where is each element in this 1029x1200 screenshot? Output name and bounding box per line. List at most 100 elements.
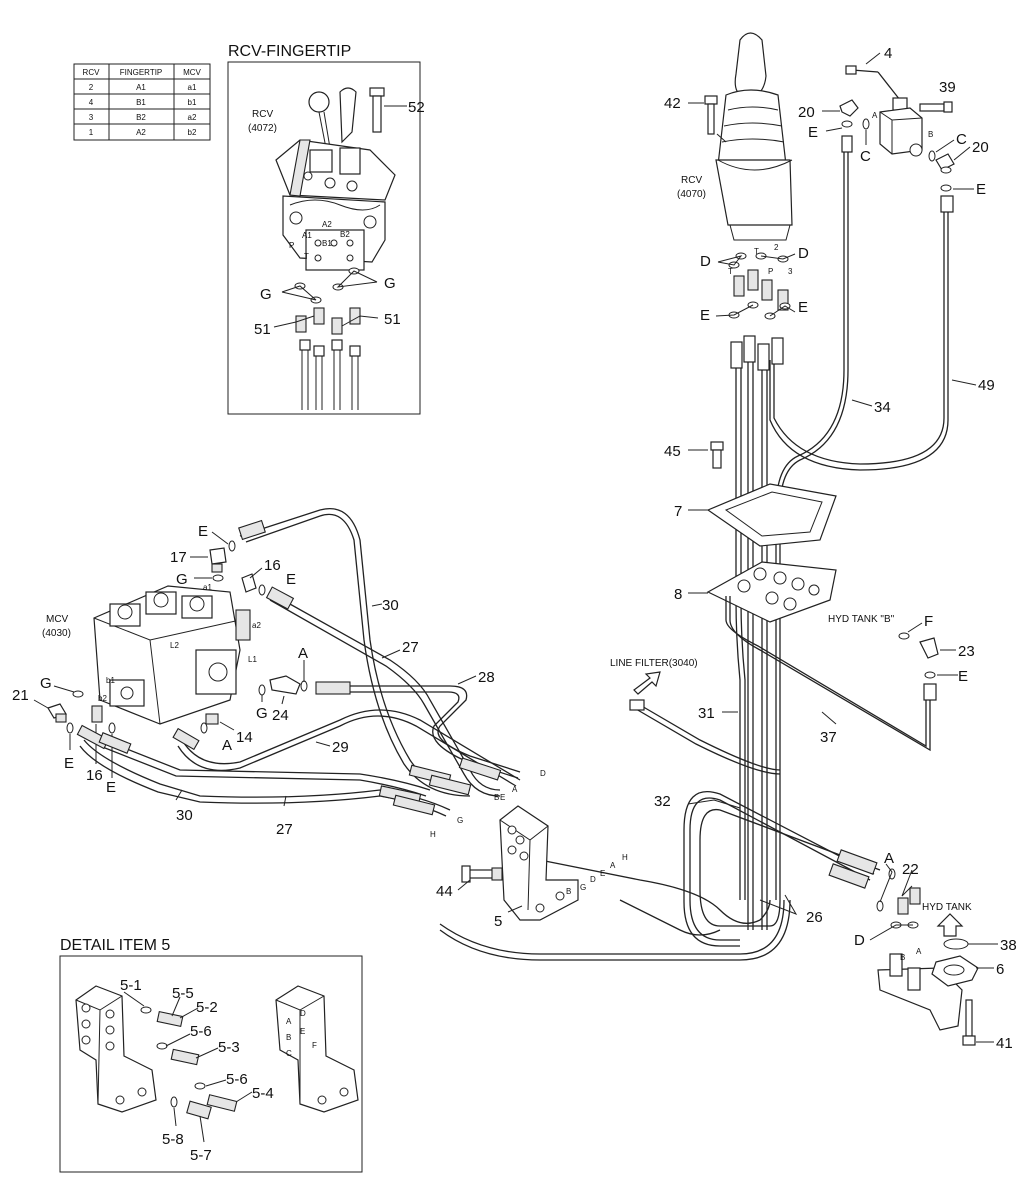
fingertip-port: B2: [340, 230, 350, 239]
callout-c: C: [860, 148, 871, 165]
callout-14: 14: [236, 729, 253, 746]
hyd-tank-arrow: [936, 913, 964, 937]
callout-32: 32: [654, 793, 671, 810]
callout-49: 49: [978, 377, 995, 394]
fitting-16-top: [241, 573, 257, 593]
callout-26: 26: [806, 909, 823, 926]
valve4-port: A: [872, 111, 878, 120]
detail-item-5-inset: DETAIL ITEM 5 A D B E C F: [59, 937, 363, 1173]
hose-37: [729, 596, 931, 752]
callout-38: 38: [1000, 937, 1017, 954]
callout-23: 23: [958, 643, 975, 660]
line-filter-label: LINE FILTER(3040): [610, 658, 698, 669]
callout-37: 37: [820, 729, 837, 746]
table-cell: 1: [89, 128, 94, 137]
callout-a: A: [222, 737, 232, 754]
table-cell: B2: [136, 113, 146, 122]
detail-port: D: [300, 1009, 306, 1018]
mcv-port: b1: [106, 676, 115, 685]
block-port: A: [610, 861, 616, 870]
joystick-rcv: RCV (4070) T 2 P 3 T: [677, 32, 793, 276]
detail-port: A: [286, 1017, 292, 1026]
rcv-main-number: (4070): [677, 189, 706, 200]
rcv-main-label: RCV: [681, 175, 702, 186]
fitting-14: [205, 713, 219, 725]
elbow-24: [269, 675, 308, 695]
detail-inset-title: DETAIL ITEM 5: [60, 937, 170, 954]
elbow-20-right: [928, 150, 955, 192]
callout-e: E: [798, 299, 808, 316]
callout-d: D: [854, 932, 865, 949]
callout-21: 21: [12, 687, 29, 704]
bolt-42: [704, 95, 727, 143]
table-cell: a1: [188, 83, 197, 92]
mcv-number: (4030): [42, 628, 71, 639]
callout-e: E: [700, 307, 710, 324]
line-filter-arrow: [633, 671, 661, 695]
block-port: E: [500, 793, 505, 802]
callout-39: 39: [939, 79, 956, 96]
callout-e: E: [198, 523, 208, 540]
table-cell: 3: [89, 113, 94, 122]
table-header-fingertip: FINGERTIP: [120, 68, 163, 77]
callout-51: 51: [254, 321, 271, 338]
plate-7: [706, 483, 837, 547]
hose-27-lower: [103, 739, 431, 791]
callout-5-8: 5-8: [162, 1131, 184, 1148]
callout-30: 30: [176, 807, 193, 824]
valve4-port: B: [928, 130, 933, 139]
callout-5-7: 5-7: [190, 1147, 212, 1164]
fingertip-port: A2: [322, 220, 332, 229]
callout-5-6: 5-6: [190, 1023, 212, 1040]
detail-port: E: [300, 1027, 305, 1036]
detail-inset-frame: [59, 955, 363, 1173]
callout-51: 51: [384, 311, 401, 328]
callout-44: 44: [436, 883, 453, 900]
tank-port: A: [916, 947, 922, 956]
block-port: G: [457, 816, 463, 825]
bolt-52: [369, 87, 385, 133]
fingertip-port: P: [289, 241, 294, 250]
fingertip-port: A1: [302, 231, 312, 240]
callout-5-1: 5-1: [120, 977, 142, 994]
callout-a: A: [298, 645, 308, 662]
callout-e: E: [64, 755, 74, 772]
valve-4: A B: [845, 65, 953, 157]
callout-16: 16: [86, 767, 103, 784]
table-cell: b2: [188, 128, 197, 137]
table-cell: b1: [188, 98, 197, 107]
block-port: D: [540, 769, 546, 778]
callout-e: E: [808, 124, 818, 141]
callout-27: 27: [402, 639, 419, 656]
fingertip-rcv-label: RCV: [252, 109, 273, 120]
hose-49: [769, 200, 949, 471]
hose-27: [271, 593, 501, 791]
fingertip-rcv-number: (4072): [248, 123, 277, 134]
callout-16: 16: [264, 557, 281, 574]
hyd-tank-label: HYD TANK: [922, 902, 972, 913]
callout-45: 45: [664, 443, 681, 460]
callout-24: 24: [272, 707, 289, 724]
fingertip-inset-frame: [227, 61, 421, 415]
table-cell: B1: [136, 98, 146, 107]
callout-d: D: [700, 253, 711, 270]
callout-5-5: 5-5: [172, 985, 194, 1002]
callout-f: F: [924, 613, 933, 630]
callout-6: 6: [996, 961, 1004, 978]
fitting-16-left: [91, 705, 116, 734]
mcv-port: L2: [170, 641, 179, 650]
mcv-label: MCV: [46, 614, 69, 625]
elbow-17: [209, 547, 227, 573]
fingertip-port: B1: [322, 239, 332, 248]
detail-port: B: [286, 1033, 291, 1042]
hose-29: [181, 709, 521, 781]
block-port: H: [622, 853, 628, 862]
callout-8: 8: [674, 586, 682, 603]
rcv-port: T: [754, 247, 759, 256]
callout-e: E: [976, 181, 986, 198]
tank-elbow-6: B A: [877, 947, 979, 1031]
callout-g: G: [256, 705, 268, 722]
table-cell: a2: [188, 113, 197, 122]
block-port: E: [600, 869, 605, 878]
